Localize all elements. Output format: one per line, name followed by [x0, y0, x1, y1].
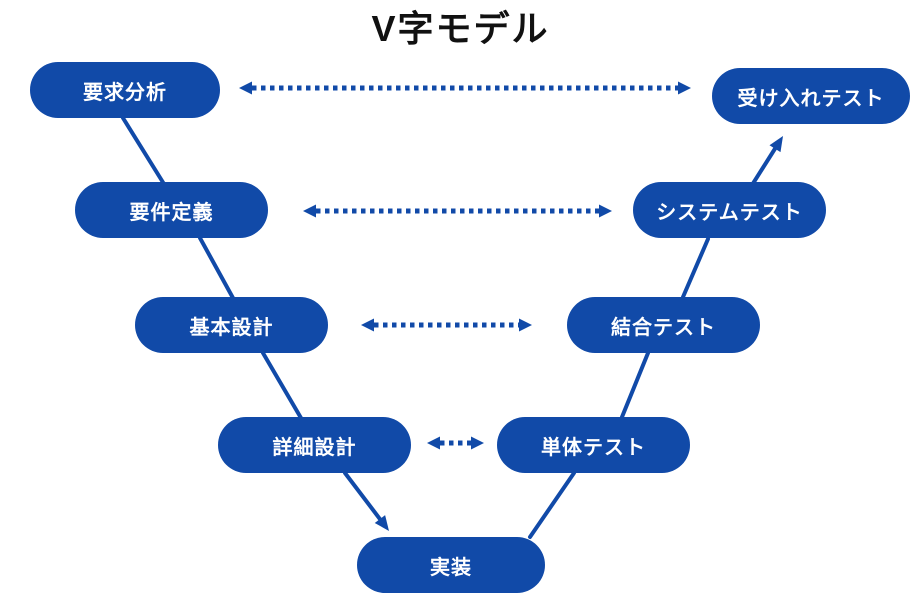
node-basic-design: 基本設計: [135, 297, 328, 353]
edge-basic-design-to-detailed-design: [261, 351, 303, 420]
edge-basic-design-to-integration-test: [361, 318, 532, 332]
node-system-test: システムテスト: [633, 182, 826, 238]
edge-requirements-definition-to-system-test: [303, 204, 612, 218]
edge-requirements-analysis-to-acceptance-test: [239, 81, 691, 95]
node-acceptance-test: 受け入れテスト: [712, 68, 910, 124]
diagram-title: V字モデル: [371, 8, 550, 49]
node-requirements-analysis: 要求分析: [30, 62, 220, 118]
edge-unit-test-to-integration-test: [620, 351, 650, 419]
node-integration-test: 結合テスト: [567, 297, 760, 353]
edge-detailed-design-to-unit-test: [427, 436, 484, 450]
node-implementation: 実装: [357, 537, 545, 593]
edge-detailed-design-to-implementation: [343, 471, 389, 531]
edge-integration-test-to-system-test: [681, 237, 710, 299]
node-unit-test: 単体テスト: [497, 417, 690, 473]
edge-requirements-analysis-to-requirements-definition: [121, 116, 166, 186]
edge-requirements-definition-to-basic-design: [198, 236, 235, 300]
node-detailed-design: 詳細設計: [218, 417, 411, 473]
edge-implementation-to-unit-test: [528, 471, 576, 539]
node-requirements-definition: 要件定義: [75, 182, 268, 238]
